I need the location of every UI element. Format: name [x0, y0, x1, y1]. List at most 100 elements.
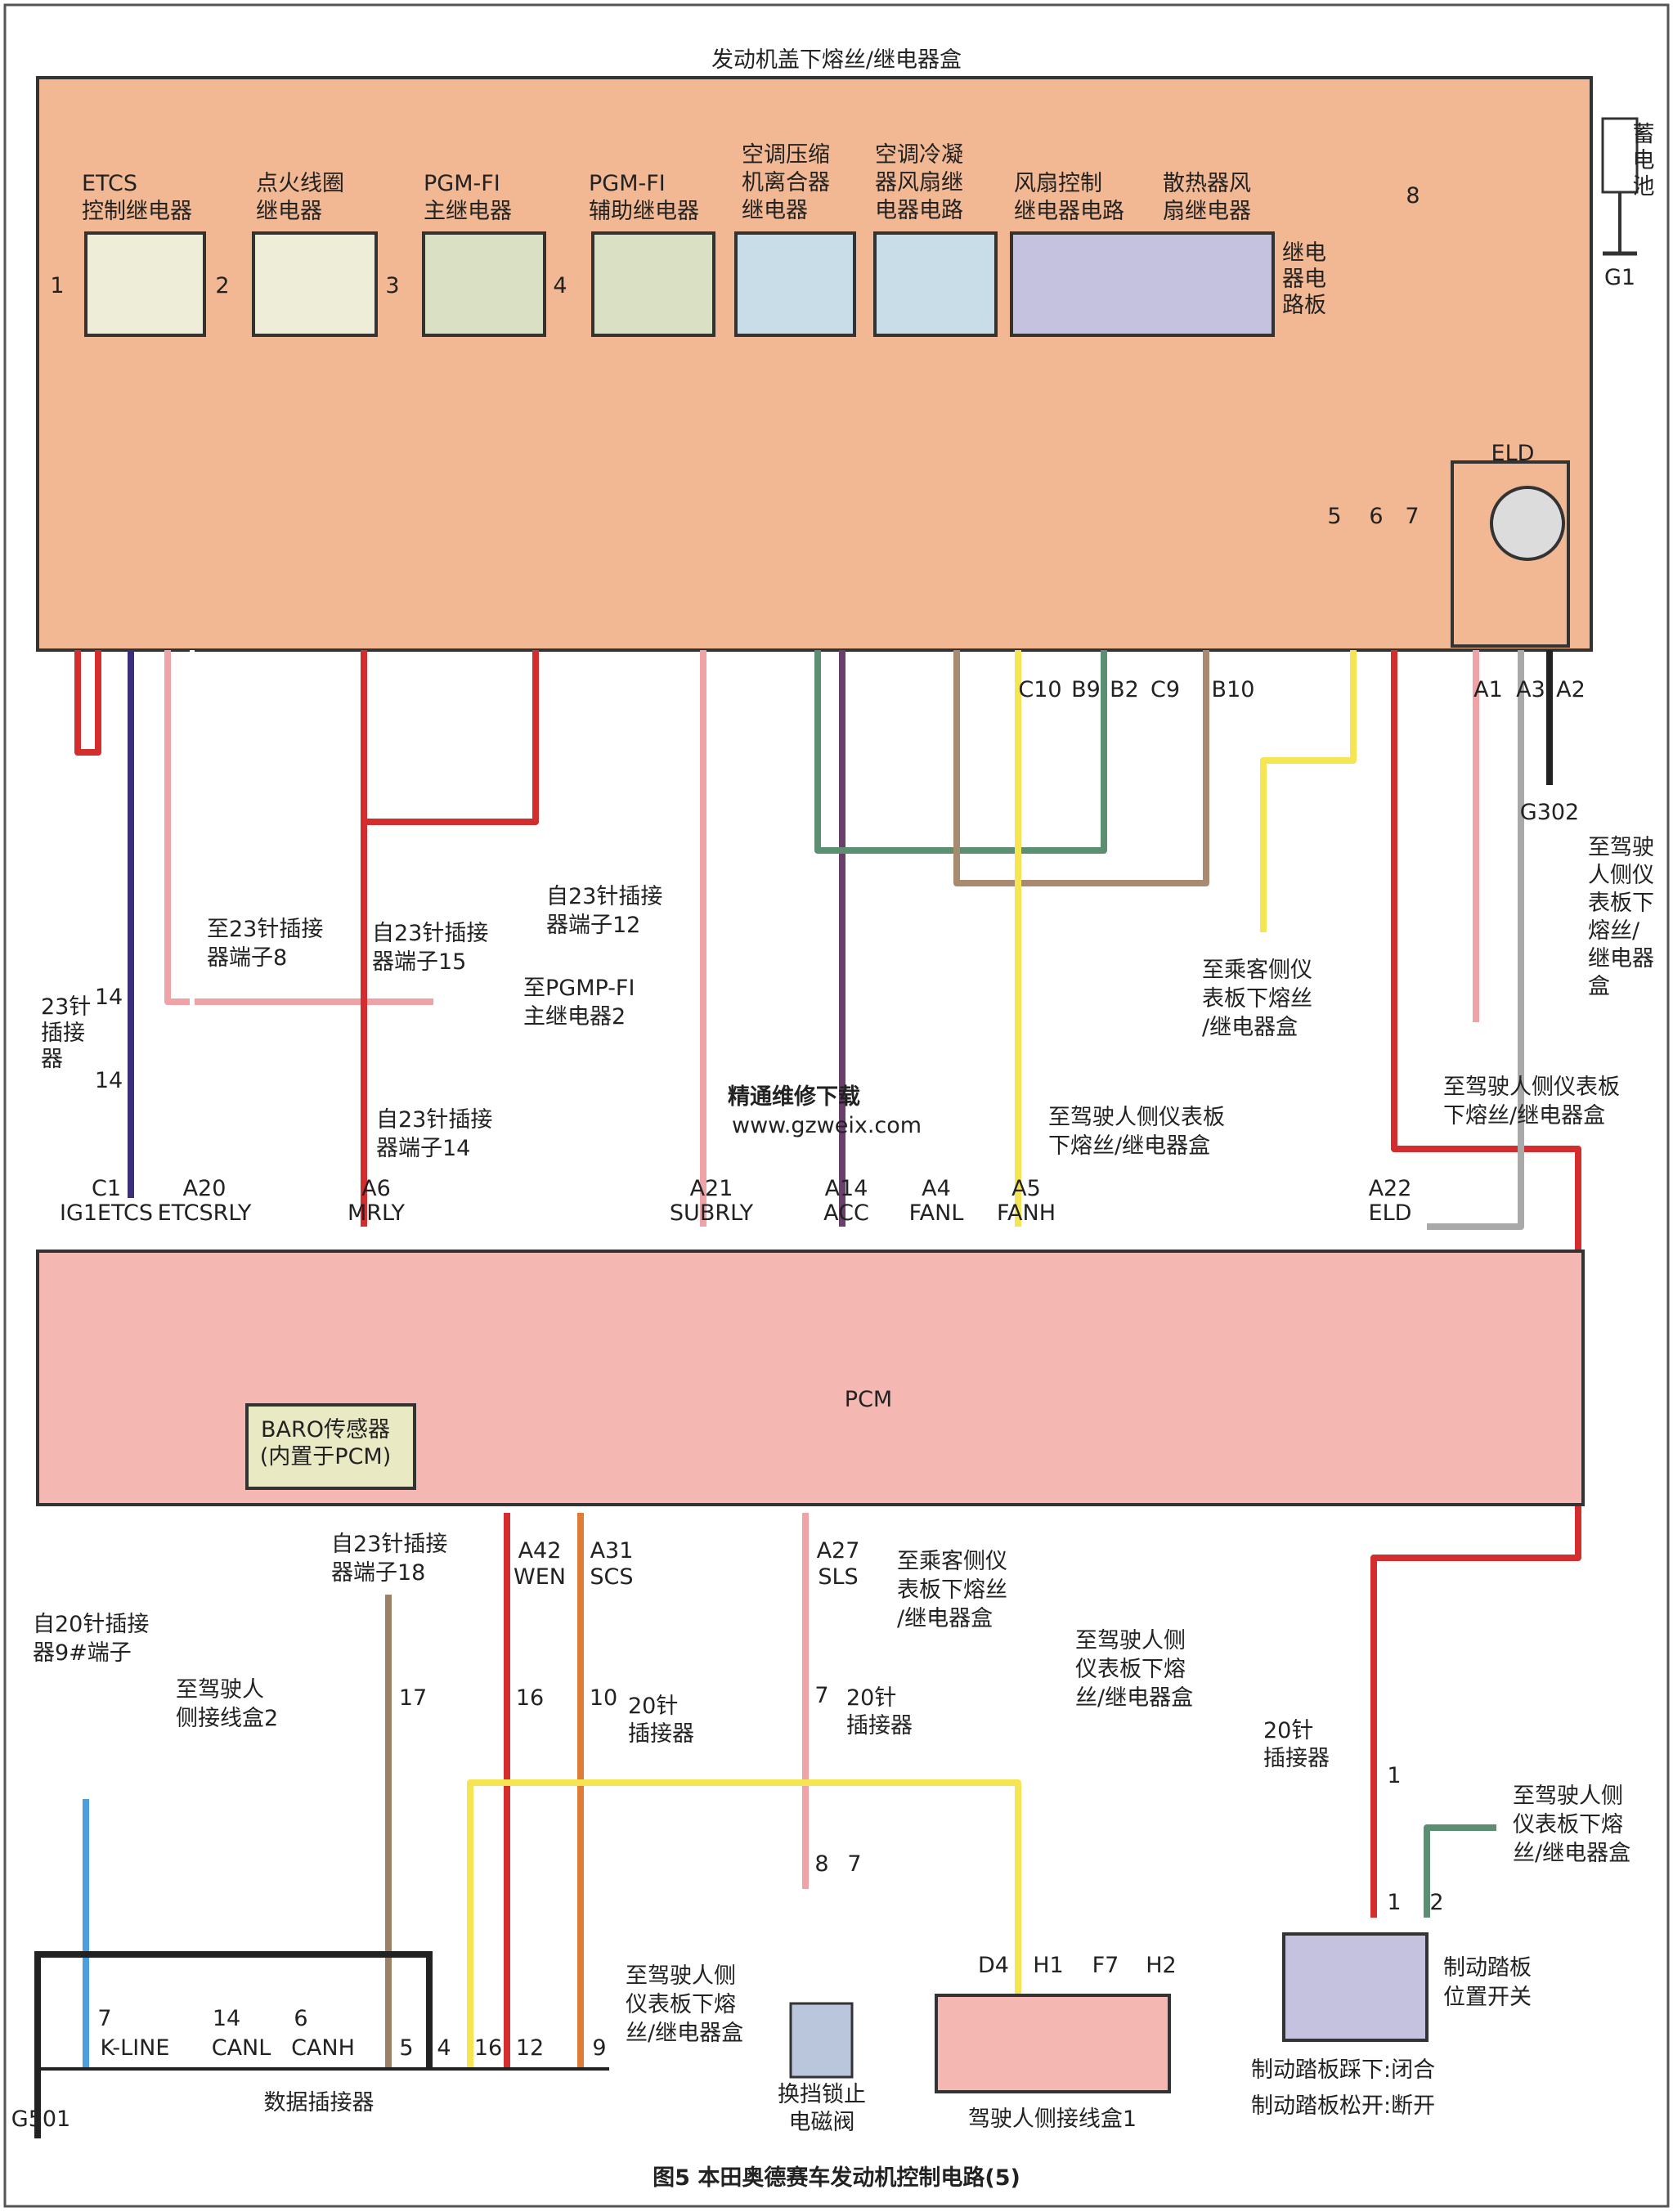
- relay-board: [1010, 231, 1275, 337]
- connector-23-pin: 14: [95, 985, 123, 1010]
- ground-g302: G302: [1520, 800, 1579, 825]
- solenoid-label: 换挡锁止: [778, 2082, 866, 2107]
- pcm-pin-name: ELD: [1369, 1200, 1412, 1226]
- pcm-pin-code: A14: [825, 1176, 868, 1201]
- fuse-relay-box: [36, 76, 1593, 652]
- relay-fan-control-label: 风扇控制: [1014, 171, 1102, 196]
- brake-switch-label: 位置开关: [1443, 1985, 1532, 2010]
- note-to-23-pin-8: 至23针插接: [207, 917, 323, 942]
- relay-condenser-fan: [873, 231, 998, 337]
- note-to-driver-box-top: 熔丝/: [1588, 918, 1640, 944]
- connector-20-label: 20针: [846, 1685, 896, 1711]
- watermark-title: 精通维修下载: [728, 1084, 860, 1110]
- solenoid-label: 电磁阀: [789, 2110, 855, 2135]
- brake-switch-note: 制动踏板踩下:闭合: [1251, 2057, 1435, 2083]
- pcm-pin-code: A4: [922, 1176, 951, 1201]
- fuse-number: 4: [553, 273, 567, 298]
- relay-condenser-fan-label: 器风扇继: [875, 170, 963, 195]
- dlc-pin: 6: [294, 2006, 307, 2031]
- junction-box-pin: F7: [1092, 1953, 1119, 1978]
- fuse-number: 8: [1406, 183, 1420, 209]
- connector-20-pin: 7: [814, 1683, 828, 1708]
- note-from-23-pin-18: 器端子18: [331, 1560, 425, 1586]
- brake-switch-label: 制动踏板: [1443, 1955, 1532, 1981]
- relay-ac-clutch: [734, 231, 856, 337]
- pcm-pin-code: A5: [1011, 1176, 1041, 1201]
- connector-23-label: 器: [41, 1047, 63, 1072]
- box-pin: B2: [1110, 677, 1139, 702]
- pcm-pin-name: SUBRLY: [670, 1200, 754, 1226]
- relay-ignition-coil: [252, 231, 378, 337]
- note-to-23-pin-8: 器端子8: [207, 945, 287, 971]
- pcm-pin-name: IG1ETCS: [60, 1200, 153, 1226]
- ground-g501: G501: [11, 2107, 70, 2132]
- note-to-driver-box-4: 仪表板下熔: [626, 1992, 736, 2017]
- junction-box-pin: D4: [978, 1953, 1009, 1978]
- pcm-pin-name: ETCSRLY: [158, 1200, 252, 1226]
- figure-caption: 图5 本田奥德赛车发动机控制电路(5): [653, 2165, 1020, 2191]
- pcm-label: PCM: [845, 1387, 892, 1412]
- relay-board-label: 继电: [1282, 240, 1326, 266]
- fuse-number: 5: [1327, 504, 1341, 529]
- note-to-driver-box-5: 至驾驶人侧: [1513, 1784, 1623, 1809]
- relay-condenser-fan-label: 空调冷凝: [875, 142, 963, 168]
- note-to-passenger-box-2: 至乘客侧仪: [897, 1549, 1007, 1574]
- note-from-20-pin-9: 自20针插接: [33, 1612, 149, 1637]
- dlc-pin: 16: [474, 2035, 502, 2061]
- junction-box-pin: H1: [1033, 1953, 1063, 1978]
- baro-sensor: [245, 1403, 416, 1490]
- box-pin: B9: [1071, 677, 1101, 702]
- fuse-number: 3: [385, 273, 399, 298]
- pcm-pin-code: C1: [92, 1176, 121, 1201]
- pcm-pin-name: SLS: [818, 1564, 858, 1590]
- relay-pgmfi-main-label: 主继电器: [424, 199, 512, 224]
- note-to-driver-box-right: 至驾驶人侧仪表板: [1443, 1075, 1620, 1100]
- dlc-pin: 4: [437, 2035, 451, 2061]
- relay-fan-control-label: 继电器电路: [1014, 199, 1124, 224]
- connector-23-pin: 14: [95, 1068, 123, 1093]
- note-to-passenger-box-2: /继电器盒: [897, 1606, 993, 1631]
- relay-pgmfi-aux-label: PGM-FI: [589, 171, 666, 196]
- connector-20-label: 插接器: [846, 1713, 913, 1739]
- connector-20-pin: 17: [399, 1685, 427, 1711]
- note-to-passenger-box: 至乘客侧仪: [1202, 958, 1312, 983]
- pcm-pin-name: ACC: [823, 1200, 869, 1226]
- ground-g1: G1: [1604, 265, 1635, 290]
- box-pin: A2: [1556, 677, 1586, 702]
- note-to-driver-box-5: 丝/继电器盒: [1513, 1841, 1630, 1866]
- pcm-pin-code: A21: [690, 1176, 733, 1201]
- pcm-pin-code: A27: [817, 1538, 860, 1564]
- dlc-pin: 9: [592, 2035, 606, 2061]
- note-to-pgmfi-2: 主继电器2: [523, 1004, 626, 1030]
- relay-pgmfi-aux-label: 辅助继电器: [589, 199, 699, 224]
- dlc-pin: 5: [399, 2035, 413, 2061]
- pcm-pin-name: FANL: [909, 1200, 964, 1226]
- note-from-23-pin-15: 器端子15: [372, 949, 466, 975]
- note-to-driver-side-box-2: 侧接线盒2: [176, 1706, 278, 1731]
- connector-20-pin: 16: [516, 1685, 544, 1711]
- relay-radiator-fan-label: 散热器风: [1163, 171, 1251, 196]
- connector-20-label: 20针: [1263, 1718, 1313, 1743]
- pcm-pin-code: A20: [183, 1176, 227, 1201]
- connector-20-pin: 10: [590, 1685, 617, 1711]
- note-to-driver-box-4: 丝/继电器盒: [626, 2021, 743, 2046]
- baro-label: (内置于PCM): [260, 1444, 392, 1469]
- brake-switch-pin: 2: [1429, 1890, 1443, 1915]
- dlc-pin: 14: [213, 2006, 240, 2031]
- note-to-driver-box-top: 表板下: [1588, 891, 1654, 916]
- solenoid-pin: 8: [814, 1851, 828, 1877]
- fuse-number: 2: [215, 273, 229, 298]
- dlc-label: 数据插接器: [264, 2090, 375, 2116]
- driver-junction-box-1: [935, 1994, 1171, 2093]
- relay-etcs-label: ETCS: [82, 171, 137, 196]
- note-to-pgmfi-2: 至PGMP-FI: [523, 976, 635, 1001]
- dlc-pin-name: CANL: [212, 2035, 271, 2061]
- relay-board-label: 器电: [1282, 267, 1326, 292]
- fuse-number: 6: [1369, 504, 1383, 529]
- note-to-driver-box-4: 至驾驶人侧: [626, 1963, 736, 1989]
- note-from-23-pin-15: 自23针插接: [372, 921, 488, 946]
- connector-20-label: 20针: [628, 1694, 678, 1719]
- relay-etcs: [84, 231, 206, 337]
- note-to-driver-box-3: 丝/继电器盒: [1075, 1685, 1193, 1711]
